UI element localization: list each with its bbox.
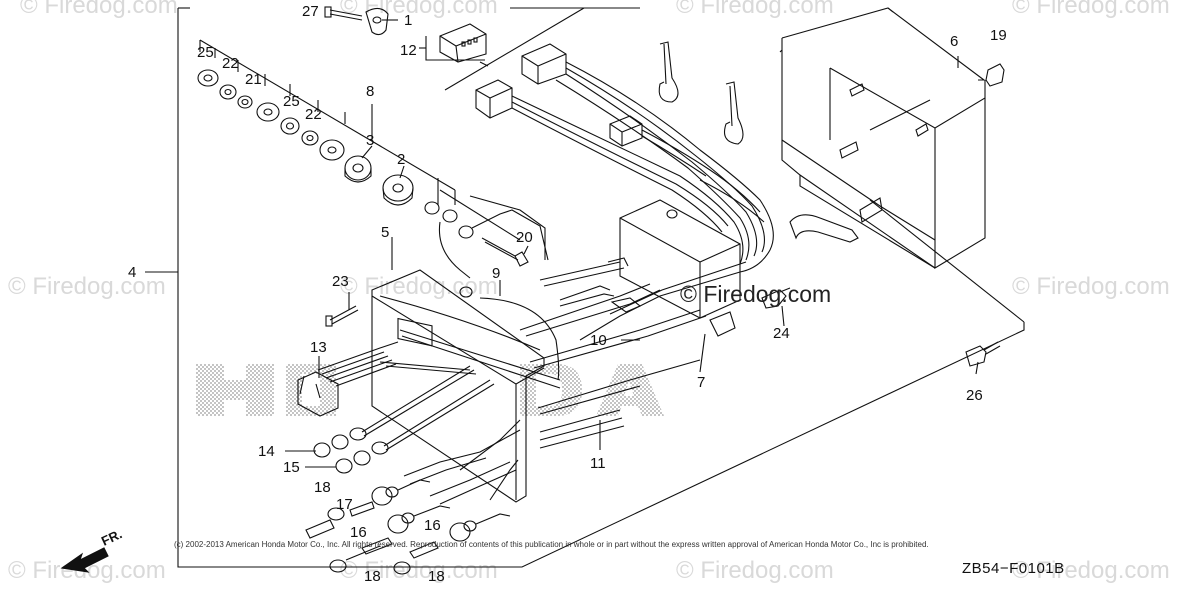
switch-13 [297, 341, 399, 417]
callout-25b: 25 [283, 93, 300, 110]
callout-20: 20 [516, 229, 533, 246]
washer-small-b [442, 209, 458, 223]
cable-tie-c [789, 214, 859, 243]
control-panel [371, 269, 545, 503]
cable-tie-b [723, 81, 744, 145]
screw-24 [761, 287, 791, 309]
hardware-bracket [199, 39, 456, 191]
callout-8: 8 [366, 83, 374, 100]
screw-19 [985, 63, 1005, 87]
nut-25b [280, 117, 300, 135]
callout-9: 9 [492, 265, 500, 282]
callout-2: 2 [397, 151, 405, 168]
callout-22b: 22 [305, 106, 322, 123]
bolt-26 [965, 341, 1001, 367]
front-direction-label: FR. [99, 526, 124, 548]
callout-24: 24 [773, 325, 790, 342]
callout-10: 10 [590, 332, 607, 349]
callout-16b: 16 [424, 517, 441, 534]
washer-22b [301, 130, 319, 146]
callout-1: 1 [404, 12, 412, 29]
outlet-14 [313, 365, 475, 458]
screw-23 [325, 305, 359, 327]
callout-16a: 16 [350, 524, 367, 541]
watermark: © Firedog.com [676, 557, 834, 584]
washer-8 [319, 139, 345, 161]
ground-terminal [458, 209, 549, 261]
center-watermark: © Firedog.com [680, 281, 832, 307]
callout-19: 19 [990, 27, 1007, 44]
group-bracket-line [444, 7, 585, 91]
callout-25a: 25 [197, 44, 214, 61]
callout-23: 23 [332, 273, 349, 290]
fuse-holder-c [393, 513, 511, 575]
callout-18b: 18 [364, 568, 381, 585]
assembly-frame [177, 8, 1025, 568]
washer-large [256, 102, 280, 122]
clamp-1 [365, 7, 389, 36]
lower-wires [403, 419, 521, 505]
linework [60, 6, 1025, 575]
watermark: © Firedog.com [676, 0, 834, 19]
copyright-notice: (c) 2002-2013 American Honda Motor Co., … [174, 540, 929, 549]
callout-6: 6 [950, 33, 958, 50]
diagram-code: ZB54−F0101B [962, 560, 1065, 577]
bracket-12 [425, 36, 485, 61]
callout-4: 4 [128, 264, 136, 281]
watermark: © Firedog.com [340, 273, 498, 300]
callout-5: 5 [381, 224, 389, 241]
watermark: © Firedog.com [1012, 557, 1170, 584]
watermark: © Firedog.com [340, 557, 498, 584]
bolt-27 [324, 6, 363, 21]
panel-wires [379, 257, 707, 449]
module-box [619, 199, 741, 337]
cable-tie-a [658, 41, 679, 103]
callout-22a: 22 [222, 55, 239, 72]
connector-12 [439, 23, 489, 67]
callout-15: 15 [283, 459, 300, 476]
watermark: © Firedog.com [8, 273, 166, 300]
callout-7: 7 [697, 374, 705, 391]
callout-27: 27 [302, 3, 319, 20]
callout-21: 21 [245, 71, 262, 88]
outlet-15 [335, 379, 495, 474]
fuse-holder-b [329, 505, 451, 573]
callout-18a: 18 [314, 479, 331, 496]
callout-labels: 1 2 3 4 5 6 7 8 9 10 11 12 13 14 15 16 1… [99, 3, 1007, 585]
callout-14: 14 [258, 443, 275, 460]
washer-22 [219, 84, 237, 100]
watermark: © Firedog.com [1012, 0, 1170, 19]
bushing-2 [382, 174, 414, 206]
callout-17: 17 [336, 496, 353, 513]
callout-3: 3 [366, 132, 374, 149]
callout-13: 13 [310, 339, 327, 356]
callout-18c: 18 [428, 568, 445, 585]
front-direction-arrow [60, 547, 109, 573]
callout-26: 26 [966, 387, 983, 404]
callout-12: 12 [400, 42, 417, 59]
nut-25 [197, 69, 219, 87]
wire-harness [511, 61, 774, 341]
harness-connector-c [609, 115, 643, 147]
ground-wire [438, 221, 471, 279]
bushing-3 [344, 155, 372, 183]
control-box-cover [779, 7, 986, 269]
callout-11: 11 [590, 455, 606, 472]
washer-21 [237, 95, 253, 109]
harness-connector-a [521, 43, 567, 85]
bolt-20 [481, 237, 529, 267]
harness-connector-b [475, 79, 513, 119]
watermark: © Firedog.com [1012, 273, 1170, 300]
callout-leaders [285, 19, 979, 468]
watermark: © Firedog.com [340, 0, 498, 19]
watermark: © Firedog.com [20, 0, 178, 19]
washer-small [424, 201, 440, 215]
